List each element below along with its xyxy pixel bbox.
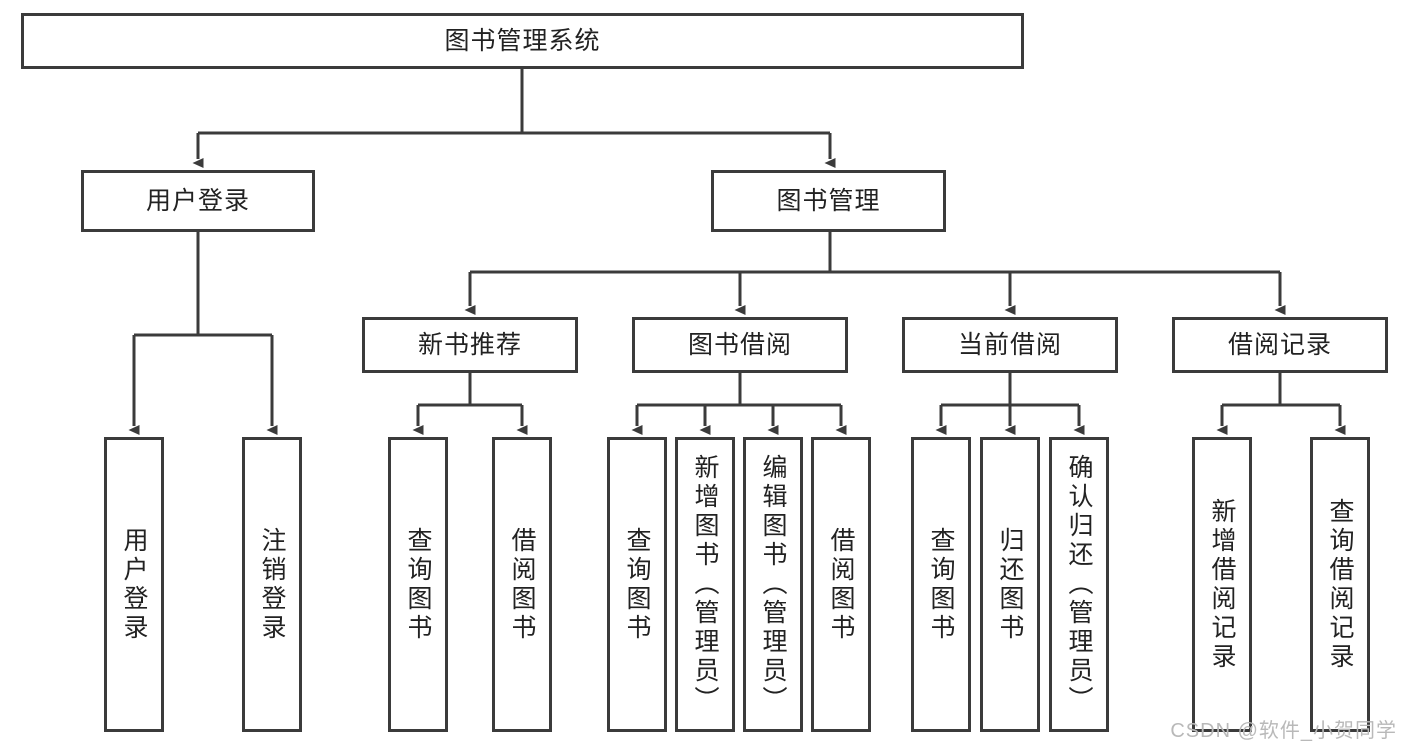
- node-leaf-query-book-3-label: 查询图书: [927, 526, 955, 643]
- node-borrow-record[interactable]: 借阅记录: [1172, 317, 1388, 373]
- node-current-borrow[interactable]: 当前借阅: [902, 317, 1118, 373]
- node-leaf-user-login-label: 用户登录: [120, 526, 148, 643]
- node-leaf-confirm-return[interactable]: 确认归还（管理员）: [1049, 437, 1109, 732]
- node-leaf-query-book-2[interactable]: 查询图书: [607, 437, 667, 732]
- node-book-borrow-label: 图书借阅: [687, 331, 792, 359]
- node-leaf-edit-book[interactable]: 编辑图书（管理员）: [743, 437, 803, 732]
- node-leaf-query-book-1-label: 查询图书: [404, 526, 432, 643]
- node-borrow-record-label: 借阅记录: [1227, 331, 1332, 359]
- node-book-borrow[interactable]: 图书借阅: [632, 317, 848, 373]
- node-leaf-query-record-label: 查询借阅记录: [1326, 497, 1354, 672]
- node-new-book-rec[interactable]: 新书推荐: [362, 317, 578, 373]
- node-user-login[interactable]: 用户登录: [81, 170, 315, 232]
- node-leaf-add-record[interactable]: 新增借阅记录: [1192, 437, 1252, 732]
- node-leaf-user-logout-label: 注销登录: [258, 526, 286, 643]
- node-leaf-query-book-3[interactable]: 查询图书: [911, 437, 971, 732]
- node-leaf-user-login[interactable]: 用户登录: [104, 437, 164, 732]
- node-leaf-borrow-book-1-label: 借阅图书: [508, 526, 536, 643]
- node-leaf-user-logout[interactable]: 注销登录: [242, 437, 302, 732]
- node-leaf-query-book-2-label: 查询图书: [623, 526, 651, 643]
- node-book-manage-label: 图书管理: [776, 187, 881, 215]
- node-leaf-confirm-return-label: 确认归还（管理员）: [1065, 454, 1093, 715]
- node-leaf-borrow-book-1[interactable]: 借阅图书: [492, 437, 552, 732]
- node-leaf-add-record-label: 新增借阅记录: [1208, 497, 1236, 672]
- node-leaf-return-book[interactable]: 归还图书: [980, 437, 1040, 732]
- node-root-label: 图书管理系统: [444, 27, 601, 55]
- node-root[interactable]: 图书管理系统: [21, 13, 1024, 69]
- node-new-book-rec-label: 新书推荐: [417, 331, 522, 359]
- node-leaf-query-record[interactable]: 查询借阅记录: [1310, 437, 1370, 732]
- node-leaf-borrow-book-2[interactable]: 借阅图书: [811, 437, 871, 732]
- node-leaf-borrow-book-2-label: 借阅图书: [827, 526, 855, 643]
- node-leaf-add-book-label: 新增图书（管理员）: [691, 454, 719, 715]
- node-user-login-label: 用户登录: [145, 187, 250, 215]
- node-current-borrow-label: 当前借阅: [957, 331, 1062, 359]
- node-leaf-edit-book-label: 编辑图书（管理员）: [759, 454, 787, 715]
- node-leaf-return-book-label: 归还图书: [996, 526, 1024, 643]
- node-leaf-query-book-1[interactable]: 查询图书: [388, 437, 448, 732]
- csdn-watermark: CSDN @软件_小贺同学: [1170, 720, 1397, 742]
- node-book-manage[interactable]: 图书管理: [711, 170, 946, 232]
- node-leaf-add-book[interactable]: 新增图书（管理员）: [675, 437, 735, 732]
